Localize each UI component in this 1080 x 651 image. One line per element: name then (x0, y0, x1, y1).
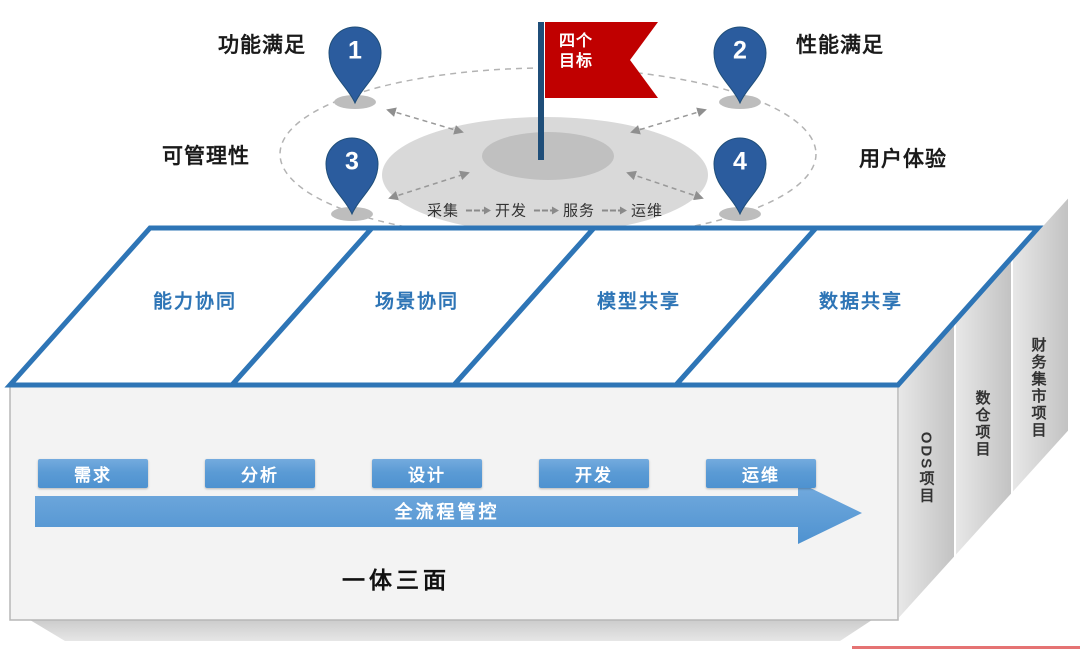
pin-number: 3 (345, 147, 359, 176)
dashed-arrow-icon (602, 206, 628, 214)
dashed-arrow-icon (465, 206, 491, 214)
flow-arrow (35, 482, 862, 544)
process-step: 开发 (494, 202, 527, 220)
process-step: 服务 (563, 202, 596, 220)
connector-arrow (626, 170, 704, 201)
base-shadow (30, 620, 872, 641)
goal-label-functional: 功能满足 (218, 34, 306, 57)
goal-label-user-experience: 用户体验 (859, 148, 947, 171)
top-cell-label: 模型共享 (596, 291, 682, 313)
connector-arrow (630, 107, 707, 135)
goal-label-manageability: 可管理性 (162, 145, 250, 168)
stage-button-analysis: 分析 (205, 459, 315, 488)
dashed-arrow-icon (534, 206, 559, 214)
top-cell-label: 能力协同 (152, 291, 238, 313)
connector-arrow (388, 170, 470, 201)
process-step: 运维 (631, 202, 664, 220)
flag-title-line2: 目标 (559, 53, 594, 70)
top-cell-label: 场景协同 (374, 291, 460, 313)
side-project-label: 数仓项目 (973, 390, 991, 458)
side-slab (1011, 193, 1070, 497)
pin-number: 1 (348, 36, 362, 65)
stage-button-operations: 运维 (706, 459, 816, 488)
process-flow: 采集 开发 服务 运维 (427, 200, 663, 221)
top-face-cell (670, 225, 1044, 388)
orbit-dashed-ellipse (279, 67, 817, 241)
side-project-label: 财务集市项目 (1029, 337, 1047, 439)
goal-flag (545, 22, 658, 98)
stage-button-development: 开发 (539, 459, 649, 488)
flag-title-line1: 四个 (559, 33, 594, 50)
location-pin-icon (713, 26, 767, 105)
flow-arrow-label: 全流程管控 (394, 502, 500, 522)
pin-number: 2 (733, 36, 747, 65)
flag-title: 四个 目标 (559, 32, 593, 72)
top-cell-label: 数据共享 (818, 291, 904, 313)
pin-number: 4 (733, 147, 747, 176)
connector-arrow (386, 107, 464, 135)
location-pin-icon (328, 26, 382, 105)
location-pin-icon (713, 137, 767, 216)
diagram-caption: 一体三面 (342, 567, 450, 593)
stage-button-requirements: 需求 (38, 459, 148, 488)
flag-pole (538, 22, 544, 160)
bottom-red-line (852, 646, 1080, 649)
center-hub-ellipse (482, 132, 614, 180)
side-project-label: ODS项目 (917, 431, 935, 505)
stage-button-design: 设计 (372, 459, 482, 488)
process-step: 采集 (426, 202, 459, 220)
location-pin-icon (325, 137, 379, 216)
goal-label-performance: 性能满足 (796, 34, 884, 57)
